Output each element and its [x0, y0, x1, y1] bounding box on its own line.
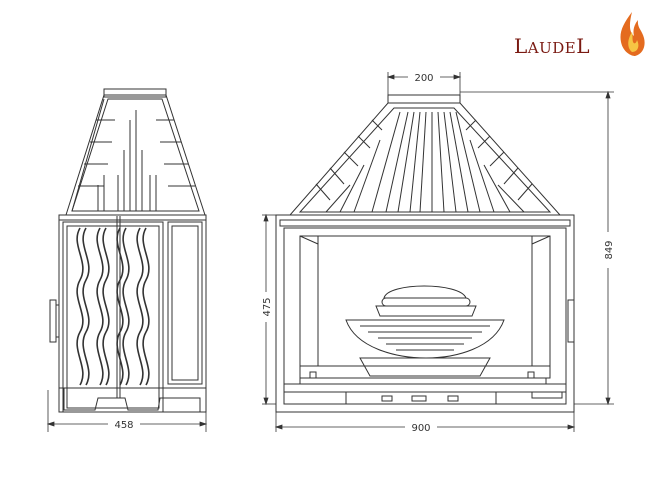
logo-wordmark: LAUDEL	[514, 34, 590, 58]
firebox-height-label: 475	[262, 297, 273, 316]
front-body	[275, 214, 575, 413]
front-hood	[288, 94, 562, 216]
firebox-height-dimension	[262, 213, 276, 406]
total-height-dimension	[460, 90, 614, 406]
front-view	[262, 72, 614, 432]
front-width-dimension	[274, 412, 576, 432]
front-bowl-ornament	[345, 285, 505, 377]
side-depth-dimension	[46, 390, 208, 432]
hood-width-label: 200	[414, 73, 433, 84]
total-height-label: 849	[604, 240, 615, 259]
logo-letter-first: L	[514, 34, 528, 58]
logo-letters-middle: AUDE	[527, 39, 577, 57]
laudel-logo: LAUDEL	[514, 12, 645, 70]
front-width-label: 900	[411, 423, 430, 434]
side-depth-label: 458	[114, 420, 133, 431]
flame-icon	[620, 12, 645, 56]
hood-width-dimension	[386, 72, 462, 95]
logo-letter-last: L	[576, 34, 591, 58]
side-view	[46, 88, 208, 432]
side-hood	[65, 88, 206, 216]
side-wave-bars	[76, 227, 150, 386]
